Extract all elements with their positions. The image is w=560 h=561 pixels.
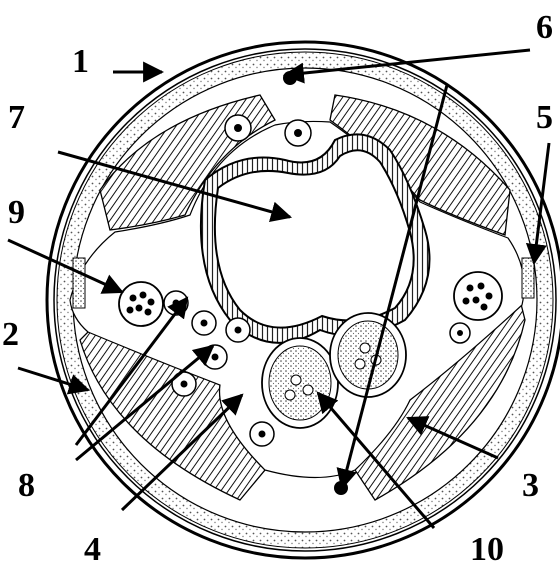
label-2: 2	[2, 316, 19, 353]
label-7: 7	[8, 99, 25, 136]
intestine	[201, 134, 430, 342]
label-5: 5	[536, 99, 553, 136]
label-1: 1	[72, 43, 89, 80]
label-9: 9	[8, 194, 25, 231]
label-6: 6	[536, 9, 553, 46]
label-8: 8	[18, 467, 35, 504]
label-10: 10	[470, 531, 504, 561]
label-4: 4	[84, 531, 101, 561]
label-3: 3	[522, 467, 539, 504]
